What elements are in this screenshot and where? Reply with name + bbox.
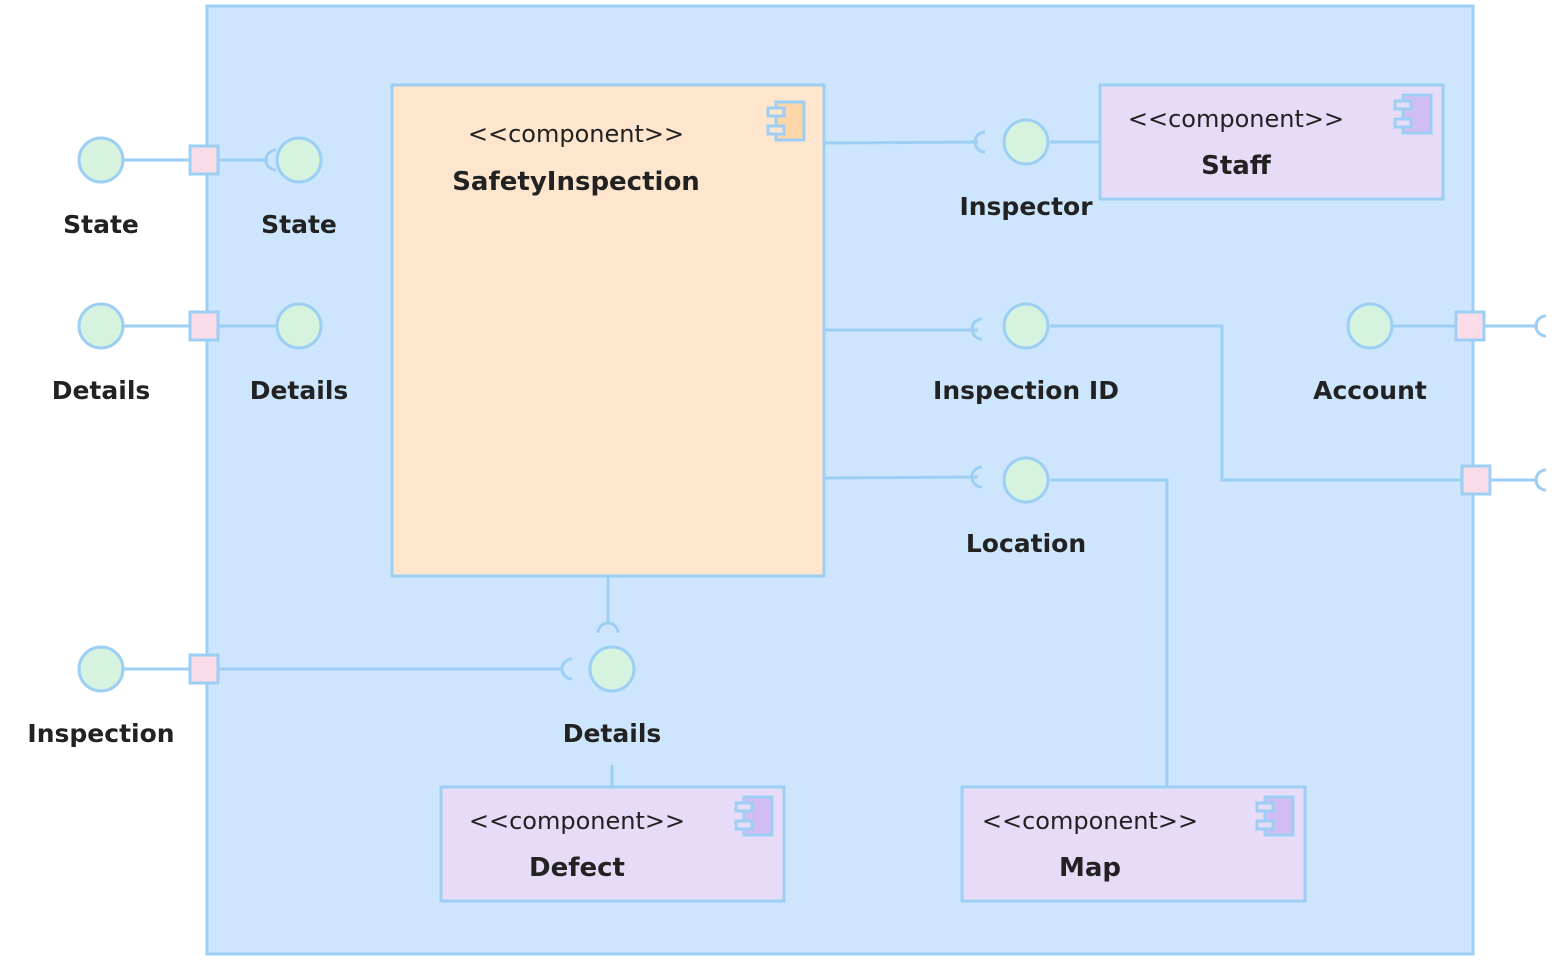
port-state[interactable]: [188, 144, 220, 176]
component-map[interactable]: <<component>> Map: [960, 785, 1307, 903]
connectors: [124, 130, 1547, 786]
component-safety-inspection-box: [390, 83, 826, 578]
interface-location[interactable]: [1002, 456, 1050, 504]
component-defect[interactable]: <<component>> Defect: [439, 785, 786, 903]
interface-inspection-id[interactable]: [1002, 302, 1050, 350]
component-map-box: [960, 785, 1307, 903]
label-details-outer: Details: [52, 376, 151, 405]
safety-inspection-stereotype: <<component>>: [468, 120, 684, 148]
port-inspection-id[interactable]: [1460, 464, 1492, 496]
interfaces: [77, 118, 1394, 693]
connector-location-to-map: [1050, 478, 1169, 786]
interface-defect-details[interactable]: [588, 645, 636, 693]
label-location: Location: [966, 529, 1086, 558]
label-account: Account: [1313, 376, 1427, 405]
socket-state: [264, 148, 277, 172]
component-safety-inspection[interactable]: <<component>> SafetyInspection: [390, 83, 826, 578]
label-inspector: Inspector: [959, 192, 1093, 221]
interface-inspector[interactable]: [1002, 118, 1050, 166]
component-icon: [734, 795, 774, 837]
connector-inspection-id-to-port: [1050, 324, 1462, 482]
interface-state-inner[interactable]: [275, 136, 323, 184]
component-icon: [766, 100, 806, 142]
interface-details-inner[interactable]: [275, 302, 323, 350]
staff-stereotype: <<component>>: [1128, 105, 1344, 133]
component-staff-box: [1098, 83, 1445, 201]
connector-safety-to-location: [824, 475, 979, 480]
port-details[interactable]: [188, 310, 220, 342]
component-staff[interactable]: <<component>> Staff: [1098, 83, 1445, 201]
socket-account-external: [1534, 314, 1547, 338]
ports: [188, 144, 1492, 685]
safety-inspection-name: SafetyInspection: [452, 167, 700, 197]
label-inspection-id: Inspection ID: [933, 376, 1119, 405]
interface-details-outer[interactable]: [77, 302, 125, 350]
interface-labels: State State Details Details Inspection D…: [27, 192, 1426, 748]
defect-stereotype: <<component>>: [469, 807, 685, 835]
interface-inspection-outer[interactable]: [77, 645, 125, 693]
staff-name: Staff: [1201, 151, 1272, 181]
component-icon: [1255, 795, 1295, 837]
socket-inspection-id-external: [1534, 468, 1547, 492]
component-icon: [1393, 93, 1433, 135]
socket-defect-details-left: [560, 657, 573, 681]
socket-location: [970, 465, 983, 489]
socket-inspection-id: [970, 317, 983, 341]
map-stereotype: <<component>>: [982, 807, 1198, 835]
label-state-inner: State: [261, 210, 337, 239]
interface-state-outer[interactable]: [77, 136, 125, 184]
socket-inspector: [973, 130, 986, 154]
map-name: Map: [1059, 853, 1121, 883]
label-inspection-outer: Inspection: [27, 719, 174, 748]
label-defect-details: Details: [563, 719, 662, 748]
port-inspection[interactable]: [188, 653, 220, 685]
label-state-outer: State: [63, 210, 139, 239]
interface-account[interactable]: [1346, 302, 1394, 350]
port-account[interactable]: [1454, 310, 1486, 342]
socket-defect-details-top: [596, 621, 620, 634]
component-defect-box: [439, 785, 786, 903]
defect-name: Defect: [529, 853, 625, 883]
connector-safety-to-inspector: [824, 140, 979, 145]
label-details-inner: Details: [250, 376, 349, 405]
